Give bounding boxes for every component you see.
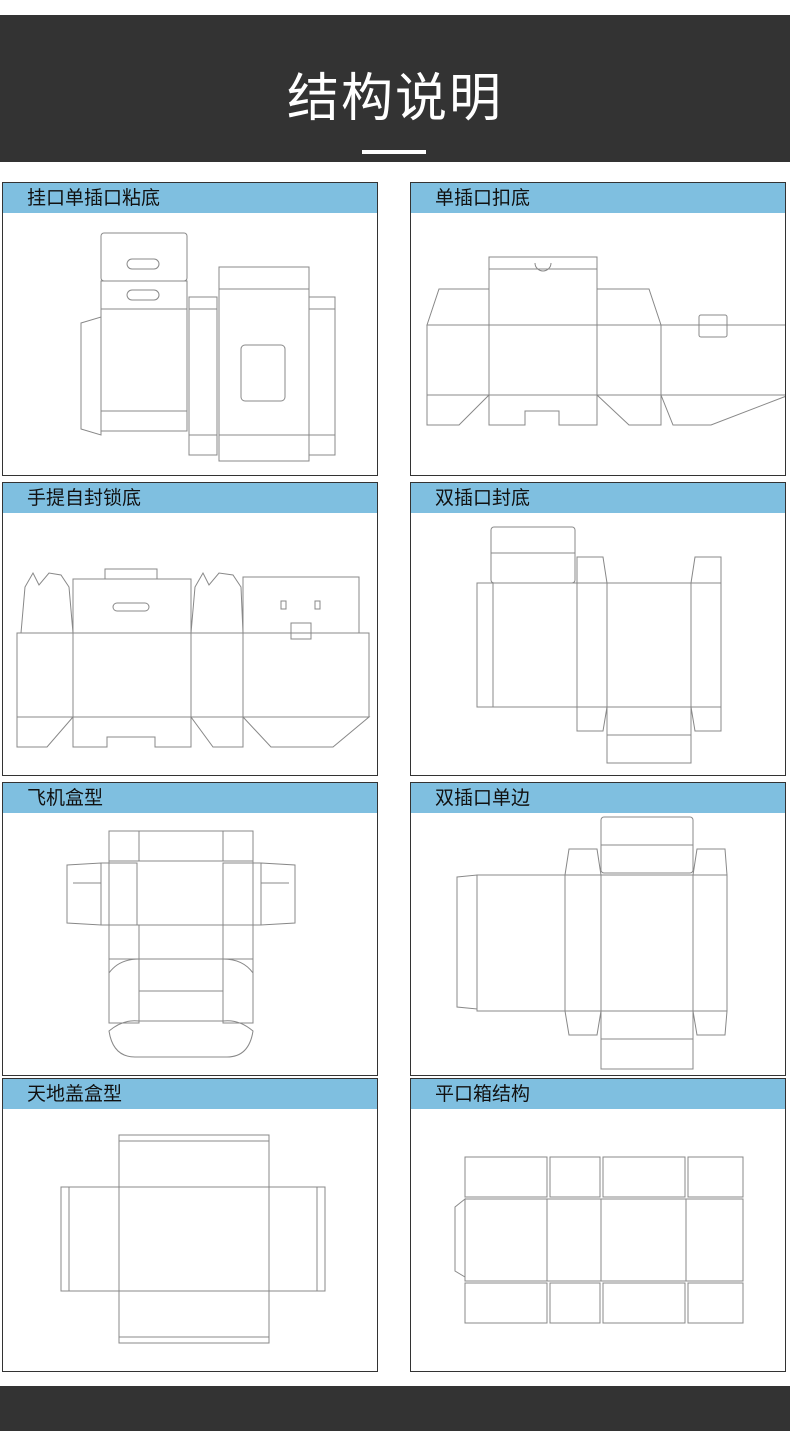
card-double-tuck-seal-bottom: 双插口封底 xyxy=(410,482,786,776)
card-title-bar: 手提自封锁底 xyxy=(3,483,377,513)
card-hang-tab-box: 挂口单插口粘底 xyxy=(2,182,378,476)
card-label: 挂口单插口粘底 xyxy=(27,187,161,209)
card-label: 天地盖盒型 xyxy=(27,1083,123,1105)
page-header: 结构说明 xyxy=(0,15,790,162)
regular-slotted-carton-diagram-icon xyxy=(411,1109,785,1371)
card-mailer-box: 飞机盒型 xyxy=(2,782,378,1076)
snap-lock-bottom-diagram-icon xyxy=(411,213,785,475)
card-title-bar: 双插口封底 xyxy=(411,483,785,513)
card-handle-lock-bottom: 手提自封锁底 xyxy=(2,482,378,776)
handle-lock-bottom-diagram-icon xyxy=(3,513,377,775)
card-label: 双插口单边 xyxy=(435,787,531,809)
card-title-bar: 天地盖盒型 xyxy=(3,1079,377,1109)
double-tuck-single-side-diagram-icon xyxy=(411,813,785,1075)
card-regular-slotted-carton: 平口箱结构 xyxy=(410,1078,786,1372)
card-lid-and-base-box: 天地盖盒型 xyxy=(2,1078,378,1372)
card-double-tuck-single-side: 双插口单边 xyxy=(410,782,786,1076)
card-title-bar: 飞机盒型 xyxy=(3,783,377,813)
card-label: 飞机盒型 xyxy=(27,787,104,809)
card-title-bar: 挂口单插口粘底 xyxy=(3,183,377,213)
page-title: 结构说明 xyxy=(286,69,503,129)
card-label: 单插口扣底 xyxy=(435,187,531,209)
page-footer xyxy=(0,1386,790,1431)
mailer-box-diagram-icon xyxy=(3,813,377,1075)
title-underline xyxy=(362,150,426,154)
card-title-bar: 单插口扣底 xyxy=(411,183,785,213)
card-label: 双插口封底 xyxy=(435,487,531,509)
card-snap-lock-bottom: 单插口扣底 xyxy=(410,182,786,476)
lid-and-base-box-diagram-icon xyxy=(3,1109,377,1371)
hang-tab-box-diagram-icon xyxy=(3,213,377,475)
card-title-bar: 双插口单边 xyxy=(411,783,785,813)
card-label: 手提自封锁底 xyxy=(27,487,142,509)
card-title-bar: 平口箱结构 xyxy=(411,1079,785,1109)
card-label: 平口箱结构 xyxy=(435,1083,531,1105)
double-tuck-seal-bottom-diagram-icon xyxy=(411,513,785,775)
